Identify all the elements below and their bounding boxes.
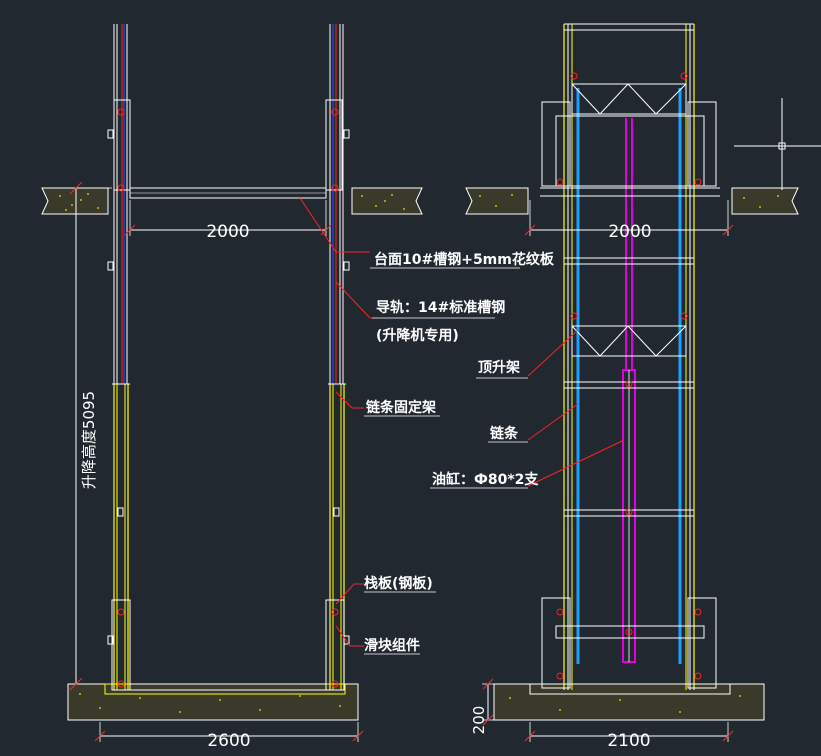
left-elevation-view: 升降高度5095 2000 2600 [41,24,555,751]
lift-height-dimension [69,181,112,691]
right-span-dimension [524,200,734,236]
annotation-chain: 链条 [490,425,519,442]
right-top-frame [541,83,717,689]
lift-height-label: 升降高度5095 [80,391,98,489]
annotation-guide-rail-note: (升降机专用) [376,327,459,344]
left-leader-lines [299,197,372,647]
annotation-guide-rail: 导轨：14#标准槽钢 [376,299,505,316]
left-span-dimension [124,200,332,236]
right-bolts [556,72,702,680]
annotation-cylinder: 油缸：Ф80*2支 [432,471,539,488]
base-width-left-dimension [94,722,364,742]
base-width-right-label: 2100 [607,731,650,751]
right-floor-slab-right [731,187,799,215]
left-floor-slab-right [351,187,423,215]
left-guide-column-1 [107,24,131,691]
left-floor-slab-left [41,187,109,215]
left-span-label: 2000 [206,222,249,242]
right-cross-members [530,187,730,685]
right-span-label: 2000 [608,222,651,242]
pit-depth-dimension [482,678,530,726]
right-leader-lines [527,329,625,487]
left-guide-column-2 [325,24,350,691]
right-elevation-view: 2000 2100 200 顶升架 [430,23,799,751]
annotation-chain-fixture: 链条固定架 [366,399,436,416]
left-platform-deck [129,187,327,691]
right-base-pit [493,683,765,721]
annotation-plank: 栈板(钢板) [364,575,433,592]
pit-depth-label: 200 [470,706,488,735]
base-width-left-label: 2600 [207,731,250,751]
right-cylinder [622,118,636,663]
annotation-slider: 滑块组件 [364,637,420,654]
cad-crosshair-cursor [734,98,821,190]
right-outer-posts [563,23,695,690]
left-leader-underlines [364,267,520,655]
right-chains [576,88,682,664]
annotation-platform: 台面10#槽钢+5mm花纹板 [374,251,555,268]
right-leader-underlines [430,377,528,489]
base-width-right-dimension [524,722,734,742]
annotation-top-frame: 顶升架 [478,359,520,376]
right-floor-slab-left [465,187,529,215]
